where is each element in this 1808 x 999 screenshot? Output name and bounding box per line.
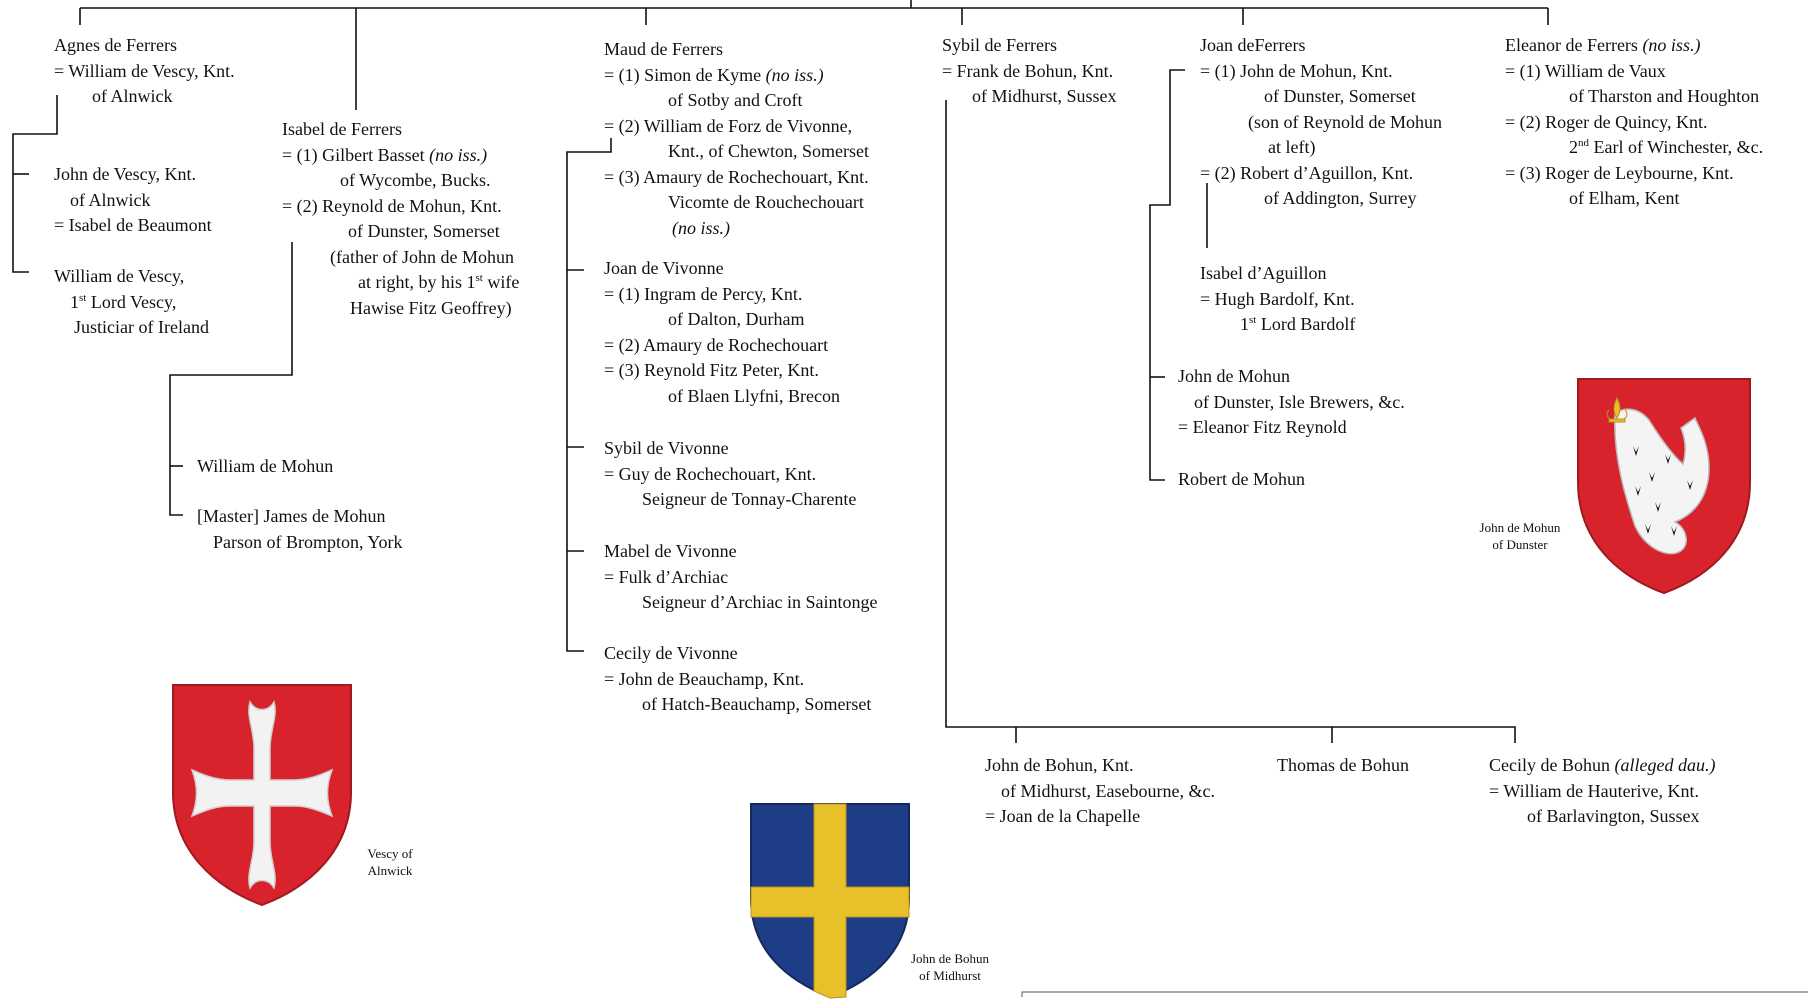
john-de-mohun-dunster: John de Mohun of Dunster, Isle Brewers, … bbox=[1178, 366, 1405, 437]
william-de-vescy: William de Vescy, 1st Lord Vescy, Justic… bbox=[54, 266, 209, 337]
robert-de-mohun: Robert de Mohun bbox=[1178, 469, 1305, 489]
james-de-mohun: [Master] James de Mohun Parson of Brompt… bbox=[197, 506, 403, 552]
vescy-caption: Vescy of Alnwick bbox=[367, 846, 413, 878]
agnes-de-ferrers: Agnes de Ferrers = William de Vescy, Knt… bbox=[54, 35, 235, 106]
isabel-d-aguillon: Isabel d’Aguillon = Hugh Bardolf, Knt. 1… bbox=[1200, 263, 1356, 334]
isabel-de-ferrers: Isabel de Ferrers = (1) Gilbert Basset (… bbox=[282, 119, 520, 318]
joan-de-ferrers: Joan deFerrers = (1) John de Mohun, Knt.… bbox=[1200, 35, 1442, 208]
cecily-de-vivonne: Cecily de Vivonne = John de Beauchamp, K… bbox=[604, 643, 872, 714]
mabel-de-vivonne: Mabel de Vivonne = Fulk d’Archiac Seigne… bbox=[604, 541, 878, 612]
mohun-maunch-shield-icon bbox=[1577, 378, 1751, 595]
john-de-vescy: John de Vescy, Knt. of Alnwick = Isabel … bbox=[54, 164, 212, 235]
eleanor-de-ferrers: Eleanor de Ferrers (no iss.) = (1) Willi… bbox=[1505, 35, 1764, 208]
john-de-bohun: John de Bohun, Knt. of Midhurst, Easebou… bbox=[985, 755, 1215, 826]
thomas-de-bohun: Thomas de Bohun bbox=[1277, 755, 1409, 775]
william-de-mohun: William de Mohun bbox=[197, 456, 334, 476]
sybil-de-vivonne: Sybil de Vivonne = Guy de Rochechouart, … bbox=[604, 438, 857, 509]
joan-de-vivonne: Joan de Vivonne = (1) Ingram de Percy, K… bbox=[604, 258, 840, 406]
bohun-caption: John de Bohun of Midhurst bbox=[911, 951, 989, 983]
cecily-de-bohun: Cecily de Bohun (alleged dau.) = William… bbox=[1489, 755, 1716, 826]
sybil-de-ferrers: Sybil de Ferrers = Frank de Bohun, Knt. … bbox=[942, 35, 1117, 106]
vescy-cross-shield-icon bbox=[172, 684, 352, 907]
maud-de-ferrers: Maud de Ferrers = (1) Simon de Kyme (no … bbox=[604, 39, 869, 238]
mohun-caption: John de Mohun of Dunster bbox=[1479, 520, 1561, 552]
